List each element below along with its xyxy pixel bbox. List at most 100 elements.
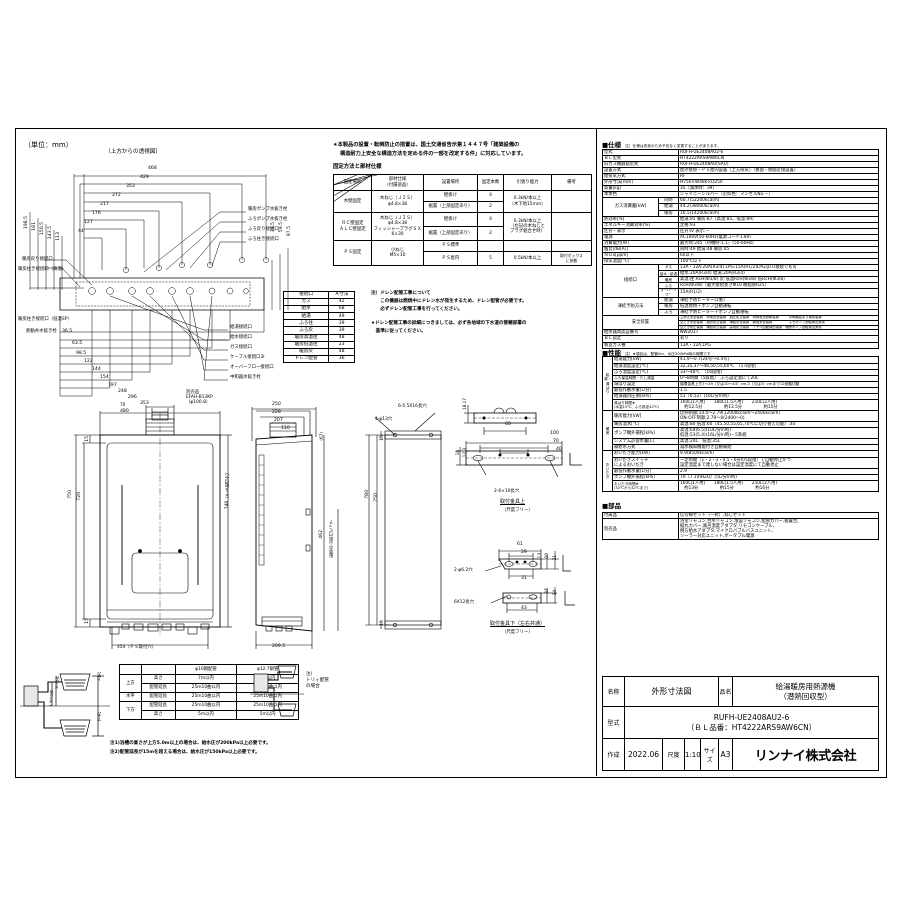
ps-dim-780: 780 — [365, 490, 370, 499]
label-heating-return-port: 暖房戻り接続口 — [22, 257, 53, 262]
top-view-drawing — [29, 174, 289, 397]
title-name-value: 外形寸法図 — [624, 676, 719, 707]
fix-loc-3: 据置（上部固定あり） — [423, 226, 478, 241]
perf-g1-v-3: 0～8時間〔5段階〕 ふろ設定温にて20L — [678, 374, 879, 382]
side-dim-67: (67) — [319, 432, 324, 441]
fix-th-2: 設置場所 — [423, 174, 478, 191]
bath-dir-2: 下方 — [119, 701, 142, 720]
topview-dim-468: 468 — [148, 166, 157, 171]
bath-k-10: 配管延長 — [140, 692, 176, 702]
spec-section-title: ■仕様 — [602, 141, 622, 149]
drain-note-line3: 必ずドレン配管工事を行ってください。 — [371, 307, 463, 312]
adim-val-6: 23 — [328, 340, 355, 349]
topview-dim-272: 272 — [112, 193, 121, 198]
perf-g3-l-1: おいだきスイッチ によるおいだき — [612, 456, 679, 469]
spec-conn-val-1: 給水:20A(R3/4) 給湯:20A(R3/4) — [678, 270, 879, 278]
bath-v1-01: 25m10曲以内 — [174, 683, 238, 693]
adim-val-7: 48 — [328, 347, 355, 356]
upper-bracket-dim-40: 40 — [556, 447, 562, 452]
topview-dim-217: 217 — [100, 202, 109, 207]
spec-conn-sub-4: オーバーフロー — [658, 288, 679, 298]
label-heating-supply-low-port: 暖房往き接続口（低温SP） — [18, 317, 72, 322]
unit-note: （単位：mm） — [24, 141, 73, 149]
topview-dim-176: 176 — [92, 211, 101, 216]
label-bath-return-port: ふろ戻り接続口 — [248, 227, 279, 232]
fix-parts-0: 木ねじ（ＪＩＳ） φ4.8×38 — [371, 190, 424, 213]
topview-ldim-143: 143.5 — [48, 226, 53, 240]
lower-bracket-dim-15: 15 — [544, 588, 549, 594]
performance-table: 給湯・湯はり 給湯能力[kW] 41.9～0.7(24号～0.4号) 給湯温度設… — [602, 356, 879, 492]
upper-bracket-subtitle: （尺度フリー） — [502, 508, 533, 513]
fix-n-0: 4 — [477, 190, 504, 202]
fix-place-4: ＰＳ固定 — [333, 240, 372, 266]
front-dim-748-ps: 748（ＰＳ取付穴） — [225, 470, 230, 510]
title-date-label: 作成 — [602, 738, 625, 771]
spec3-value-0: NW2017 — [678, 329, 879, 337]
topview-rdim-59: 59.5 — [279, 222, 284, 233]
spec-value-3: 屋外壁掛・ＰＳ屋内設置〈上方排気〉（後面・側面近接設置） — [678, 167, 879, 175]
perf-g3-v-2: 2.9 — [678, 467, 879, 475]
bath-dir-0: 上方 — [119, 674, 142, 693]
front-dim-480: 480 — [120, 409, 129, 414]
spec-conn-val-4: 15A(R1/2) — [678, 288, 879, 298]
topview-ldim-150: 150.5 — [40, 222, 45, 236]
spec3-value-1: 有り — [678, 335, 879, 343]
upper-bracket-dim-70: 70 — [553, 439, 559, 444]
compliance-note-line1: ★本製品の設置・転倒防止の措置は、国土交通省告示第１４４７号「建築設備の — [333, 142, 520, 148]
topview-bdim-296: 296 — [128, 395, 137, 400]
perf-g3-l-4: おいだき時間★ (32℃から42℃まで) — [612, 479, 679, 492]
bath-k-01: 配管延長 — [140, 683, 176, 693]
lower-bracket-title: 取付金具下（左右共通） — [490, 621, 546, 627]
topview-bdim-122: 122 — [84, 359, 93, 364]
fix-force-2: 0.3kN/本以上 （左記の木ねじと プラグ組合せ時） — [503, 212, 552, 241]
topview-bdim-154: 154 — [100, 375, 109, 380]
upper-bracket-dim-18: 18 — [455, 450, 460, 456]
lower-bracket-dim-43: 43 — [521, 606, 527, 611]
lower-bracket-drawing — [484, 549, 575, 613]
ps-dim-750: 750 — [374, 493, 379, 502]
lower-bracket-dim-21: 21 — [552, 555, 557, 561]
perf-g1-v-7: 160L(1人用) 180L(1.5人用) 210L(2人用) 約12.5分 約… — [678, 398, 879, 412]
adim-name-4: ふろ戻 — [282, 326, 330, 335]
topview-ldim-198: 198.5 — [24, 216, 29, 230]
adim-th-0: 接続口 — [282, 290, 330, 300]
title-model-value: RUFH-UE2408AU2-6 （ＢＬ品番：HT4222ARS9AW6CN） — [624, 706, 879, 739]
label-coldwater-port: 給水接続口 — [230, 335, 252, 340]
spec2-value-7: 100℃以下 — [678, 257, 879, 266]
spec-conn-label: 接続口 — [602, 264, 659, 298]
topview-ldim-113: 113 — [56, 232, 61, 241]
adim-name-0: ガス — [282, 298, 330, 307]
topview-bdim-985: 98.5 — [76, 351, 87, 356]
fix-loc-5: ＰＳ屋内 — [423, 251, 478, 266]
bath-note-2: 注2)配管延長が15mを超える場合は、給水圧が150kPa以上必要です。 — [110, 750, 260, 755]
bath-diagram-dim-15m: 1.5m以内 — [49, 690, 53, 707]
label-valve-drain: 熱動弁水抜き栓 — [26, 329, 57, 334]
drain-note-line4: ★ドレン配管工事の詳細につきましては、必ず各地域の下水道の管轄部署の — [371, 321, 527, 326]
perf-g2-v-2: 高温:64(6.5)(10L/分ln時) 低温:53(5.4)(16L/分ln時… — [678, 427, 879, 440]
topview-rdim-97: 97.5 — [287, 226, 292, 237]
topview-dim-353: 353 — [126, 184, 135, 189]
bath-th-2: φ10鋼配管 — [174, 664, 238, 675]
perf-g2-l-0: 暖房能力[kW] — [612, 410, 679, 423]
title-item-value: 給湯暖房用熱源機 （潜熱回収型） — [732, 676, 879, 707]
fix-loc-4: ＰＳ標準 — [423, 240, 478, 252]
spec-freeze-val-0: 凍結予防ヒーター(2重) — [678, 296, 879, 304]
title-model-label: 型式 — [602, 706, 625, 739]
perf-g2-label: 暖房 — [602, 410, 613, 452]
frame-divider — [596, 128, 597, 776]
bath-tray-diagram — [250, 665, 304, 717]
fixing-method-table: 固定場所 部材仕様 （付属部品） 設置場所 固定本数 引張り能力 備考 木壁固定… — [332, 173, 592, 266]
lower-bracket-hole-note2: 6X12長穴 — [454, 600, 475, 605]
spec2-value-6: 60以下 — [678, 251, 879, 260]
perf-g2-v-1: 高温:80 低温:60〔45,50,55,65,70℃に切り替え可能〕,40 — [678, 421, 879, 429]
fix-th-3: 固定本数 — [477, 174, 504, 191]
parts-label-1: 別売品 — [602, 517, 679, 541]
topview-bdim-197: 197 — [108, 383, 117, 388]
fix-loc-0: 壁掛け — [423, 190, 478, 202]
fix-force-0: 0.3kN/本以上 （木下地15mm） — [503, 190, 552, 213]
bath-note-1: 注1)浴槽の高さが上方5.0m以上の場合は、給水圧が200kPa以上必要です。 — [110, 741, 271, 746]
bath-k-20: 配管延長 — [140, 701, 176, 711]
label-overflow-port: オーバーフロー接続口 — [230, 365, 274, 370]
